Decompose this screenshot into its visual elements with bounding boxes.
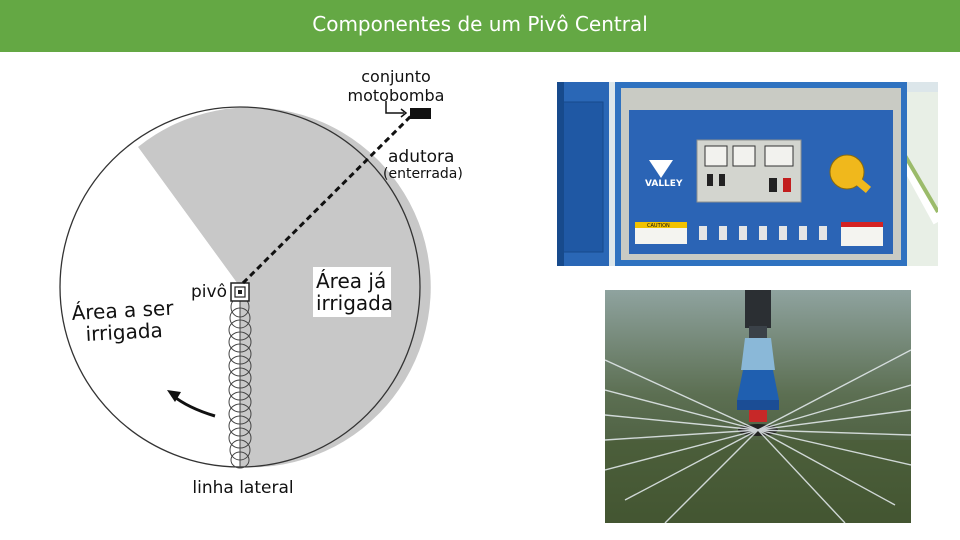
irrigated-label-line2: irrigada	[316, 291, 393, 315]
pump-icon	[410, 108, 431, 119]
nozzle	[749, 410, 767, 422]
main-line-label-line2: (enterrada)	[383, 166, 463, 182]
control-panel-photo: VALLEY CAUTION	[557, 82, 938, 266]
gauge-1	[705, 146, 727, 166]
sprinkler-photo	[605, 290, 911, 523]
brand-logo: VALLEY	[645, 179, 683, 189]
pump-label-line1: conjunto	[361, 67, 431, 86]
gauge-3	[765, 146, 793, 166]
caution-label: CAUTION	[647, 223, 670, 229]
slide-title: Componentes de um Pivô Central	[0, 12, 960, 36]
to-irrigate-label-line2: irrigada	[85, 318, 163, 346]
center-pivot-diagram: conjunto motobomba adutora (enterrada) p…	[40, 60, 480, 530]
lateral-line-label: linha lateral	[192, 478, 293, 498]
pivot-label: pivô	[191, 282, 227, 302]
gauge-2	[733, 146, 755, 166]
main-line-label-line1: adutora	[388, 147, 454, 167]
pump-label-line2: motobomba	[348, 86, 445, 105]
irrigated-label-line1: Área já	[316, 269, 386, 293]
title-bar: Componentes de um Pivô Central	[0, 0, 960, 52]
drop-pipe	[745, 290, 771, 328]
pivot-icon	[231, 283, 249, 301]
